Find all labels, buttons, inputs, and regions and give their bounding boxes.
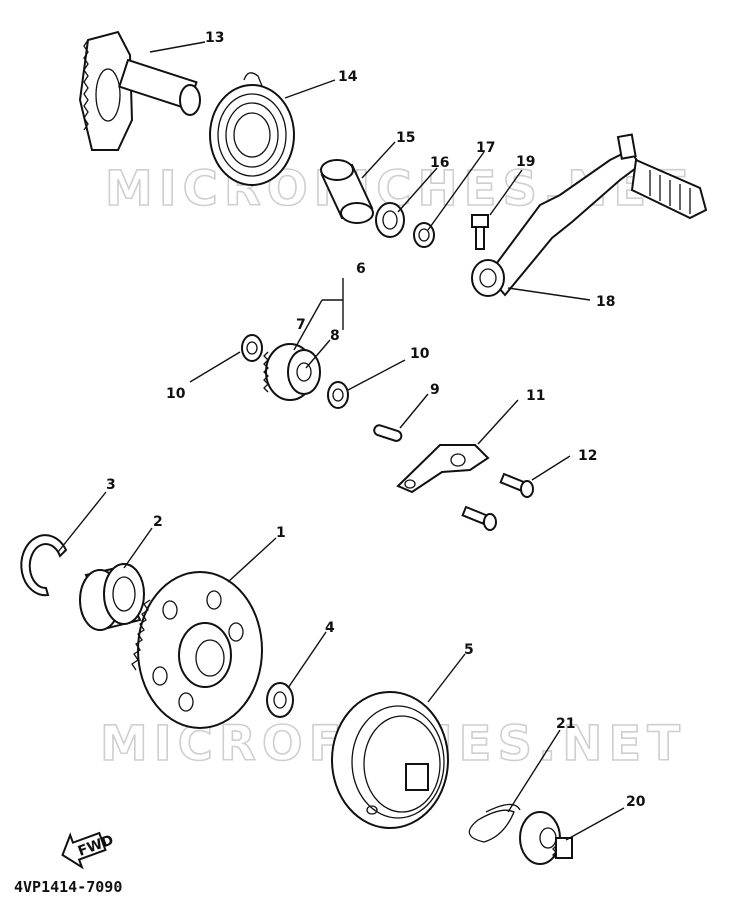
callout-17: 17 [476,140,495,156]
washer-10a-part [241,334,263,362]
callout-16: 16 [430,155,449,171]
leader-lines [57,41,625,841]
kick-shaft-part [78,30,201,151]
callout-19: 19 [516,154,535,170]
callout-20: 20 [626,794,646,810]
callout-18: 18 [596,294,615,310]
spacer-part [320,159,374,224]
callout-7: 7 [296,317,306,333]
idle-gear-part [131,571,263,729]
bolt-19-part [471,214,489,250]
ratchet-part [519,811,573,865]
washer-16-part [375,202,405,238]
kick-gear-part [263,343,321,401]
clip-21-part [468,803,521,843]
callout-9: 9 [430,382,440,398]
kick-crank-part [471,133,708,297]
kick-spring-part [209,72,295,186]
callout-4: 4 [325,620,335,636]
callout-1: 1 [276,525,286,541]
callout-2: 2 [153,514,163,530]
callout-10-right: 10 [410,346,430,362]
clutch-housing-part [331,691,449,829]
callout-12: 12 [578,448,597,464]
callout-13: 13 [205,30,224,46]
diagram-code: 4VP1414-7090 [14,878,122,896]
callout-15: 15 [396,130,415,146]
forward-arrow-icon: FWD [61,831,116,870]
callout-5: 5 [464,642,474,658]
callout-3: 3 [106,477,116,493]
circlip-3-part [20,534,68,597]
callout-14: 14 [338,69,358,85]
washer-10b-part [327,381,349,409]
callout-11: 11 [526,388,545,404]
callout-10-left: 10 [166,386,186,402]
guide-plate-part [396,444,490,494]
bearing-part [79,563,145,631]
callout-21: 21 [556,716,575,732]
callout-8: 8 [330,328,340,344]
pin-9-part [373,424,403,442]
washer-4-part [266,682,294,718]
callout-6: 6 [356,261,366,277]
screw-12-part [461,472,534,531]
